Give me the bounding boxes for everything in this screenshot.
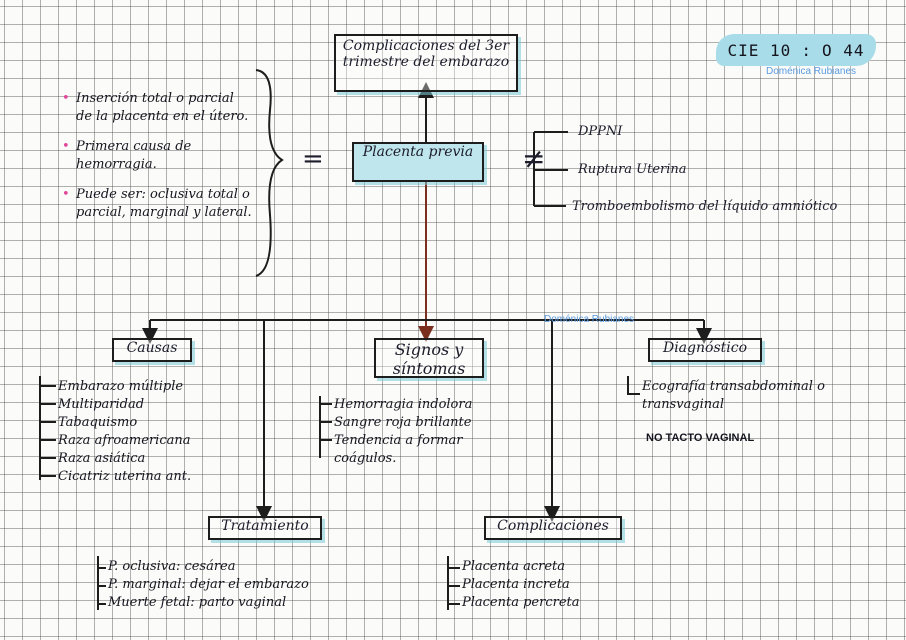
author-watermark: Doménica Rubianes [766, 66, 857, 77]
list-item: Sangre roja brillante [334, 415, 472, 430]
definition-list: Inserción total o parcial de la placenta… [62, 90, 252, 234]
list-item: P. oclusiva: cesárea [108, 559, 236, 574]
differential-item: Ruptura Uterina [578, 162, 687, 177]
causas-box: Causas [112, 338, 192, 362]
list-item: Raza asiática [58, 451, 146, 466]
cie-separator: : [801, 40, 812, 60]
causas-label: Causas [126, 340, 178, 356]
page-title: Complicaciones del 3er trimestre del emb… [342, 38, 510, 70]
definition-item: Inserción total o parcial de la placenta… [62, 90, 252, 126]
tratamiento-box: Tratamiento [208, 516, 322, 540]
list-item: Multiparidad [58, 397, 145, 412]
title-box: Complicaciones del 3er trimestre del emb… [334, 34, 518, 92]
list-item: Ecografía transabdominal o transvaginal [642, 379, 825, 412]
differential-item: DPPNI [578, 124, 623, 139]
diagnostico-box: Diagnóstico [648, 338, 762, 362]
tratamiento-label: Tratamiento [221, 518, 309, 534]
cie-value: O 44 [821, 40, 865, 60]
list-item: Placenta percreta [462, 595, 580, 610]
diagnostico-label: Diagnóstico [662, 340, 747, 356]
cie-code: CIE 10 [727, 40, 792, 60]
not-equals-sign: ≠ [522, 142, 546, 175]
signos-box: Signos y síntomas [374, 338, 484, 378]
central-concept: Placenta previa [362, 144, 474, 160]
complicaciones-list: Placenta acreta Placenta increta Placent… [462, 558, 580, 612]
signos-label: Signos y síntomas [392, 340, 466, 378]
list-item: Embarazo múltiple [58, 379, 184, 394]
list-item: Raza afroamericana [58, 433, 191, 448]
definition-item: Primera causa de hemorragia. [62, 138, 252, 174]
tratamiento-list: P. oclusiva: cesárea P. marginal: dejar … [108, 558, 309, 612]
list-item: Cicatriz uterina ant. [58, 469, 192, 484]
cie-code-marker: CIE 10 : O 44 [716, 34, 876, 66]
list-item: Tabaquismo [58, 415, 138, 430]
list-item: Placenta acreta [462, 559, 566, 574]
complicaciones-box: Complicaciones [484, 516, 622, 540]
list-item: Placenta increta [462, 577, 570, 592]
equals-sign: = [302, 144, 324, 174]
list-item: Tendencia a formar coágulos. [334, 433, 463, 466]
list-item: Hemorragia indolora [334, 397, 473, 412]
central-concept-box: Placenta previa [352, 142, 484, 182]
complicaciones-label: Complicaciones [497, 518, 609, 534]
diagnostico-note: NO TACTO VAGINAL [646, 432, 755, 444]
differential-item: Tromboembolismo del líquido amniótico [572, 199, 838, 214]
causas-list: Embarazo múltiple Multiparidad Tabaquism… [58, 378, 191, 486]
author-watermark-center: Doménica Rubianes [544, 314, 635, 325]
definition-item: Puede ser: oclusiva total o parcial, mar… [62, 186, 252, 222]
signos-list: Hemorragia indolora Sangre roja brillant… [334, 396, 504, 468]
list-item: Muerte fetal: parto vaginal [108, 595, 287, 610]
diagnostico-list: Ecografía transabdominal o transvaginal [642, 378, 862, 414]
list-item: P. marginal: dejar el embarazo [108, 577, 309, 592]
